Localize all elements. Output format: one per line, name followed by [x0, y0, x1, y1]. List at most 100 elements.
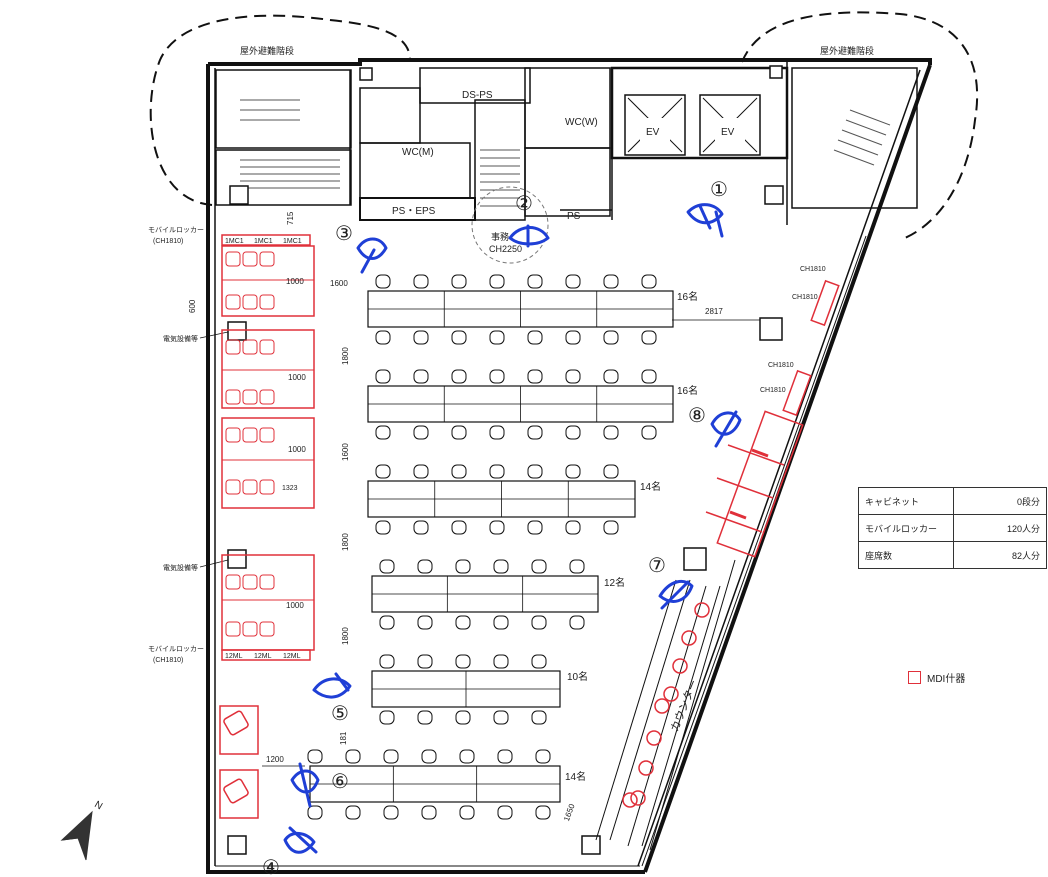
dim-1800-a: 1800 — [341, 347, 350, 365]
chair — [497, 749, 513, 764]
locker-code-bottom-2: 12ML — [254, 653, 272, 660]
locker-blocks — [221, 234, 315, 661]
mobile-locker-bottom-label: モバイルロッカー — [148, 645, 204, 653]
dim-1600: 1600 — [330, 279, 348, 288]
chair — [603, 274, 619, 289]
chair — [375, 330, 391, 345]
viewpoint-7: ⑦ — [648, 555, 666, 577]
mdi-legend-label: MDI什器 — [927, 674, 966, 685]
chair — [451, 369, 467, 384]
chair — [375, 274, 391, 289]
locker-code-top-3: 1MC1 — [283, 238, 302, 245]
viewpoint-8: ⑧ — [688, 405, 706, 427]
legend-row: キャビネット 0段分 — [858, 487, 1047, 515]
dim-1650: 1650 — [562, 802, 577, 822]
north-arrow: N — [60, 799, 104, 861]
chair — [421, 805, 437, 820]
locker-code-bottom-1: 12ML — [225, 653, 243, 660]
chair — [455, 559, 471, 574]
eye-mark-6 — [290, 762, 320, 808]
chair — [531, 615, 547, 630]
stair-hatch-right — [833, 109, 891, 166]
chair — [459, 805, 475, 820]
chair — [345, 805, 361, 820]
chair — [565, 274, 581, 289]
viewpoint-6: ⑥ — [331, 771, 349, 793]
ev-2-label: EV — [721, 127, 735, 138]
ch-right-4: CH1810 — [760, 387, 786, 394]
chair — [413, 425, 429, 440]
chair — [565, 330, 581, 345]
eye-mark-2 — [508, 224, 550, 248]
legend-label: キャビネット — [858, 487, 954, 515]
chair — [451, 464, 467, 479]
chair — [493, 654, 509, 669]
chair — [455, 654, 471, 669]
row-count-4: 12名 — [604, 576, 625, 589]
chair — [417, 615, 433, 630]
dim-1323: 1323 — [282, 485, 298, 492]
chair — [375, 464, 391, 479]
chair — [413, 274, 429, 289]
counter-stools — [622, 602, 710, 808]
chair — [641, 369, 657, 384]
chair — [307, 749, 323, 764]
dim-1800-c: 1800 — [341, 533, 350, 551]
chair — [535, 749, 551, 764]
legend-value: 120人分 — [953, 514, 1047, 542]
outdoor-stairs-left-outline — [149, 14, 411, 206]
stair-hatch-left — [240, 99, 340, 189]
dim-2817: 2817 — [705, 307, 723, 316]
electric-box-label-2: 電気設備等 — [163, 563, 198, 572]
chair — [603, 464, 619, 479]
chair — [565, 425, 581, 440]
row-count-2: 16名 — [677, 384, 698, 397]
dim-181: 181 — [339, 731, 348, 745]
north-label: N — [92, 799, 104, 812]
chair — [527, 464, 543, 479]
chair — [345, 749, 361, 764]
mdi-legend-swatch — [908, 671, 921, 684]
ch-right-2: CH1810 — [792, 294, 818, 301]
dim-1800-d: 1800 — [341, 627, 350, 645]
legend-label: 座席数 — [858, 541, 954, 569]
chair — [451, 330, 467, 345]
legend-value: 0段分 — [953, 487, 1047, 515]
locker-code-top-1: 1MC1 — [225, 238, 244, 245]
legend-value: 82人分 — [953, 541, 1047, 569]
chair — [417, 710, 433, 725]
chair — [489, 464, 505, 479]
outdoor-stairs-right-label: 屋外避難階段 — [820, 45, 874, 56]
chair — [489, 425, 505, 440]
chair — [421, 749, 437, 764]
chair — [497, 805, 513, 820]
row-count-6: 14名 — [565, 770, 586, 783]
chair — [569, 559, 585, 574]
chair — [417, 559, 433, 574]
chair — [379, 710, 395, 725]
chair — [493, 559, 509, 574]
eye-mark-5 — [312, 672, 352, 699]
chair — [527, 369, 543, 384]
chair — [451, 425, 467, 440]
chair — [527, 520, 543, 535]
chair — [383, 805, 399, 820]
chair — [375, 425, 391, 440]
eye-mark-7 — [658, 579, 694, 610]
viewpoint-2: ② — [515, 193, 533, 215]
electric-box-label-1: 電気設備等 — [163, 334, 198, 343]
legend-table: キャビネット 0段分 モバイルロッカー 120人分 座席数 82人分 — [858, 487, 1047, 569]
chair — [603, 520, 619, 535]
row-count-5: 10名 — [567, 670, 588, 683]
chair — [413, 369, 429, 384]
chair — [641, 274, 657, 289]
dim-1000-d: 1000 — [286, 601, 304, 610]
chair — [413, 464, 429, 479]
mdi-fill — [729, 448, 769, 520]
eye-mark-8 — [710, 410, 742, 448]
chair — [383, 749, 399, 764]
chair — [565, 520, 581, 535]
dim-600: 600 — [188, 299, 197, 313]
chair — [489, 274, 505, 289]
